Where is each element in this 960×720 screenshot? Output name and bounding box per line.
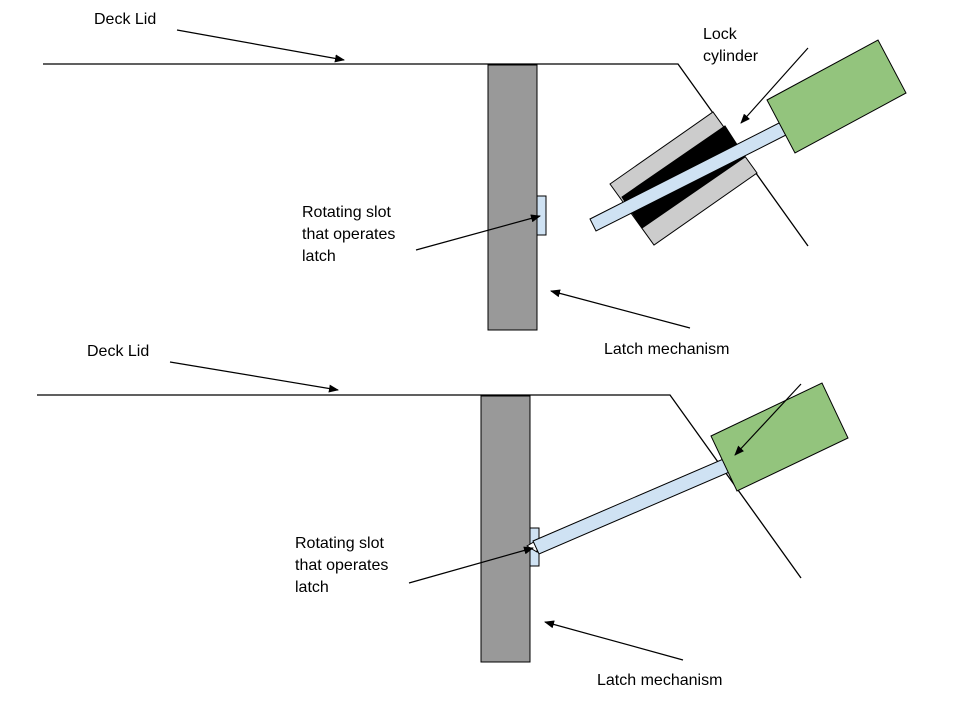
top-latch-mechanism-label: Latch mechanism: [604, 339, 729, 361]
bottom-latch-pointer: [544, 620, 684, 661]
bottom-lock-cylinder: [710, 382, 849, 492]
top-latch-body: [487, 64, 538, 331]
bottom-deck-lid-label: Deck Lid: [87, 341, 149, 363]
top-lock-cylinder-line2: cylinder: [703, 48, 759, 65]
top-deck-lid-label: Deck Lid: [94, 9, 156, 31]
bottom-slot-line2: that operates: [295, 557, 389, 574]
bottom-deck-lid-outline: [37, 394, 802, 579]
bottom-latch-body: [480, 395, 531, 663]
bottom-latch-text: Latch mechanism: [597, 672, 723, 689]
bottom-slot-line1: Rotating slot: [295, 535, 384, 552]
bottom-deck-lid-text: Deck Lid: [87, 343, 150, 360]
top-deck-lid-pointer: [176, 29, 345, 63]
bottom-deck-lid-pointer: [169, 361, 339, 393]
bottom-view: [37, 361, 849, 663]
bottom-latch-mechanism-label: Latch mechanism: [597, 670, 722, 692]
top-latch-pointer: [550, 289, 691, 329]
bottom-lock-cylinder-pointer: [734, 383, 802, 456]
top-view: [43, 29, 907, 331]
top-deck-lid-text: Deck Lid: [94, 11, 157, 28]
top-lock-cylinder-pointer: [740, 47, 809, 124]
top-slot-line1: Rotating slot: [302, 204, 391, 221]
top-lock-cylinder: [766, 39, 907, 154]
bottom-shaft: [532, 456, 735, 555]
top-deck-lid-outline: [43, 63, 809, 247]
top-rotating-slot: [536, 195, 547, 236]
top-slot-pointer: [415, 214, 541, 251]
top-rotating-slot-label: Rotating slot that operates latch: [302, 202, 395, 268]
top-slot-line3: latch: [302, 248, 336, 265]
top-latch-text: Latch mechanism: [604, 341, 730, 358]
top-lock-cylinder-line1: Lock: [703, 26, 737, 43]
top-lock-cylinder-label: Lock cylinder: [703, 24, 758, 68]
top-slot-line2: that operates: [302, 226, 396, 243]
bottom-slot-pointer: [408, 546, 534, 584]
bottom-rotating-slot-label: Rotating slot that operates latch: [295, 533, 388, 599]
bottom-slot-line3: latch: [295, 579, 329, 596]
